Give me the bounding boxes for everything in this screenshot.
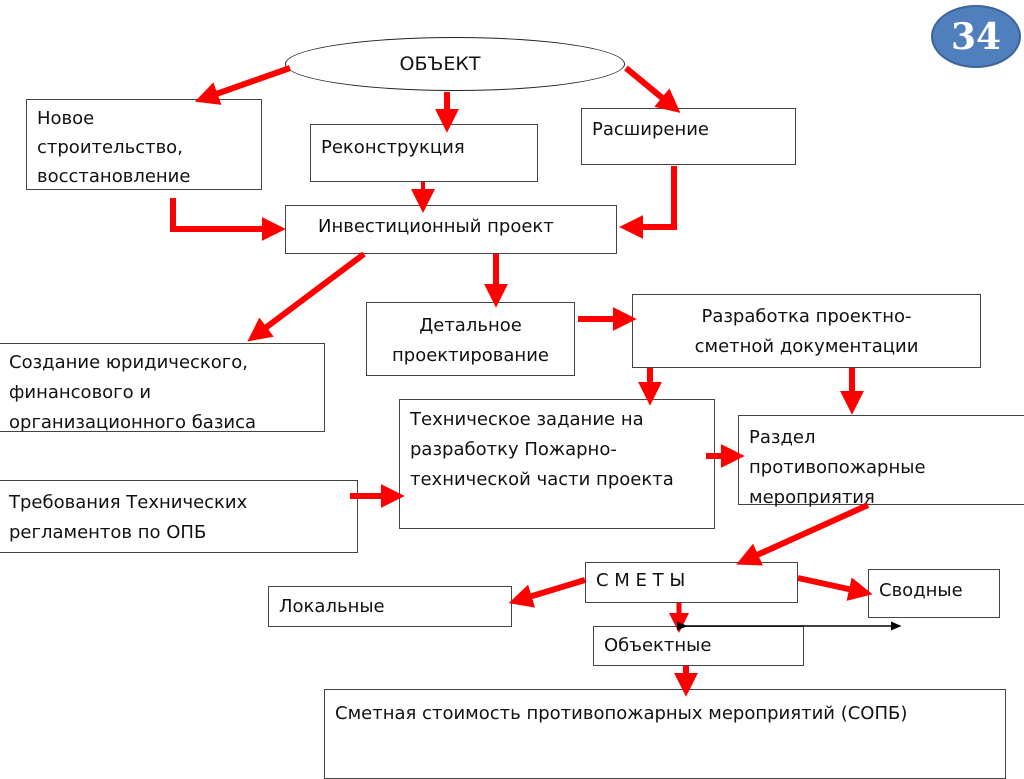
page-number-badge: 34 — [931, 5, 1021, 68]
node-detailed-design: Детальное проектирование — [366, 302, 575, 376]
node-text-line: Новое — [37, 108, 95, 129]
node-fire-cost: Сметная стоимость противопожарных меропр… — [324, 689, 1006, 779]
node-tech-requirements: Требования Технических регламентов по ОП… — [0, 480, 358, 553]
node-text-line: противопожарные — [749, 457, 926, 478]
arrow-estimates-to-local — [508, 577, 586, 608]
node-text-line: регламентов по ОПБ — [9, 522, 207, 543]
arrow-estimates-to-summary — [797, 575, 873, 601]
node-tech-assignment: Техническое задание на разработку Пожарн… — [399, 399, 715, 529]
node-text-line: разработку Пожарно- — [410, 439, 617, 460]
node-text-line: Требования Технических — [9, 492, 248, 513]
node-text-line: Инвестиционный проект — [318, 216, 554, 237]
node-text-line: Создание юридического, — [9, 352, 248, 373]
arrow-object-to-expansion — [624, 65, 681, 113]
node-reconstruction: Реконструкция — [310, 124, 538, 182]
arrow-expansion-to-investment — [619, 166, 677, 239]
node-text-line: проектирование — [392, 345, 549, 366]
node-text-line: Сводные — [879, 580, 963, 601]
node-text-line: строительство, — [37, 137, 183, 158]
node-text-line: организационного базиса — [9, 412, 257, 433]
node-text-line: Локальные — [279, 596, 385, 617]
arrow-fire-section-to-estimates — [736, 502, 870, 566]
node-estimates: С М Е Т Ы — [585, 562, 798, 603]
node-text-line: С М Е Т Ы — [596, 570, 686, 591]
node-text-line: мероприятия — [749, 487, 875, 508]
node-design-estimate-docs: Разработка проектно- сметной документаци… — [632, 294, 981, 368]
node-text-line: технической части проекта — [410, 469, 674, 490]
arrow-object-to-new-construction — [194, 65, 291, 105]
node-text-line: Сметная стоимость противопожарных меропр… — [335, 703, 908, 724]
node-object-estimates: Объектные — [593, 626, 804, 666]
node-text-line: Расширение — [592, 119, 709, 140]
node-new-construction: Новое строительство, восстановление — [26, 99, 262, 190]
node-text-line: Объектные — [604, 635, 712, 656]
node-legal-basis: Создание юридического, финансового и орг… — [0, 343, 325, 433]
node-expansion: Расширение — [581, 108, 796, 165]
node-object: ОБЪЕКТ — [285, 37, 625, 91]
node-object-label: ОБЪЕКТ — [399, 53, 481, 75]
node-text-line: Раздел — [749, 427, 816, 448]
arrow-new-construction-to-investment — [170, 198, 286, 241]
node-text-line: финансового и — [9, 382, 152, 403]
node-text-line: восстановление — [37, 166, 191, 187]
node-text-line: Техническое задание на — [410, 409, 644, 430]
node-summary: Сводные — [868, 569, 1000, 618]
node-investment-project: Инвестиционный проект — [285, 205, 617, 254]
node-local: Локальные — [268, 586, 512, 627]
node-text-line: Реконструкция — [321, 137, 465, 158]
arrow-investment-to-legal-basis — [247, 251, 366, 342]
node-text-line: Детальное — [419, 315, 522, 336]
node-text-line: Разработка проектно- — [701, 306, 912, 327]
node-fire-section: Раздел противопожарные мероприятия — [738, 415, 1024, 508]
node-text-line: сметной документации — [694, 336, 919, 357]
